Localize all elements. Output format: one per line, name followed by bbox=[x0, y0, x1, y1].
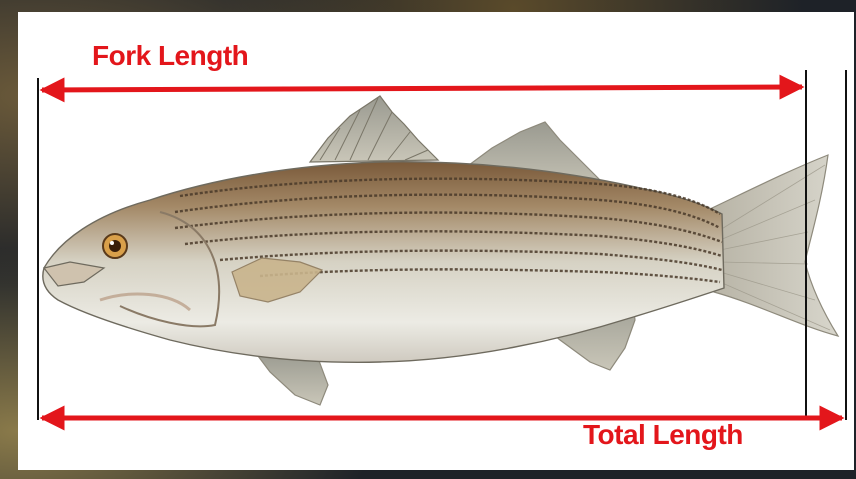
fork-length-label: Fork Length bbox=[92, 40, 248, 72]
fish-illustration bbox=[43, 96, 838, 405]
tail-fin bbox=[712, 155, 838, 336]
total-length-label: Total Length bbox=[583, 419, 743, 451]
fork-length-arrow bbox=[42, 87, 802, 90]
